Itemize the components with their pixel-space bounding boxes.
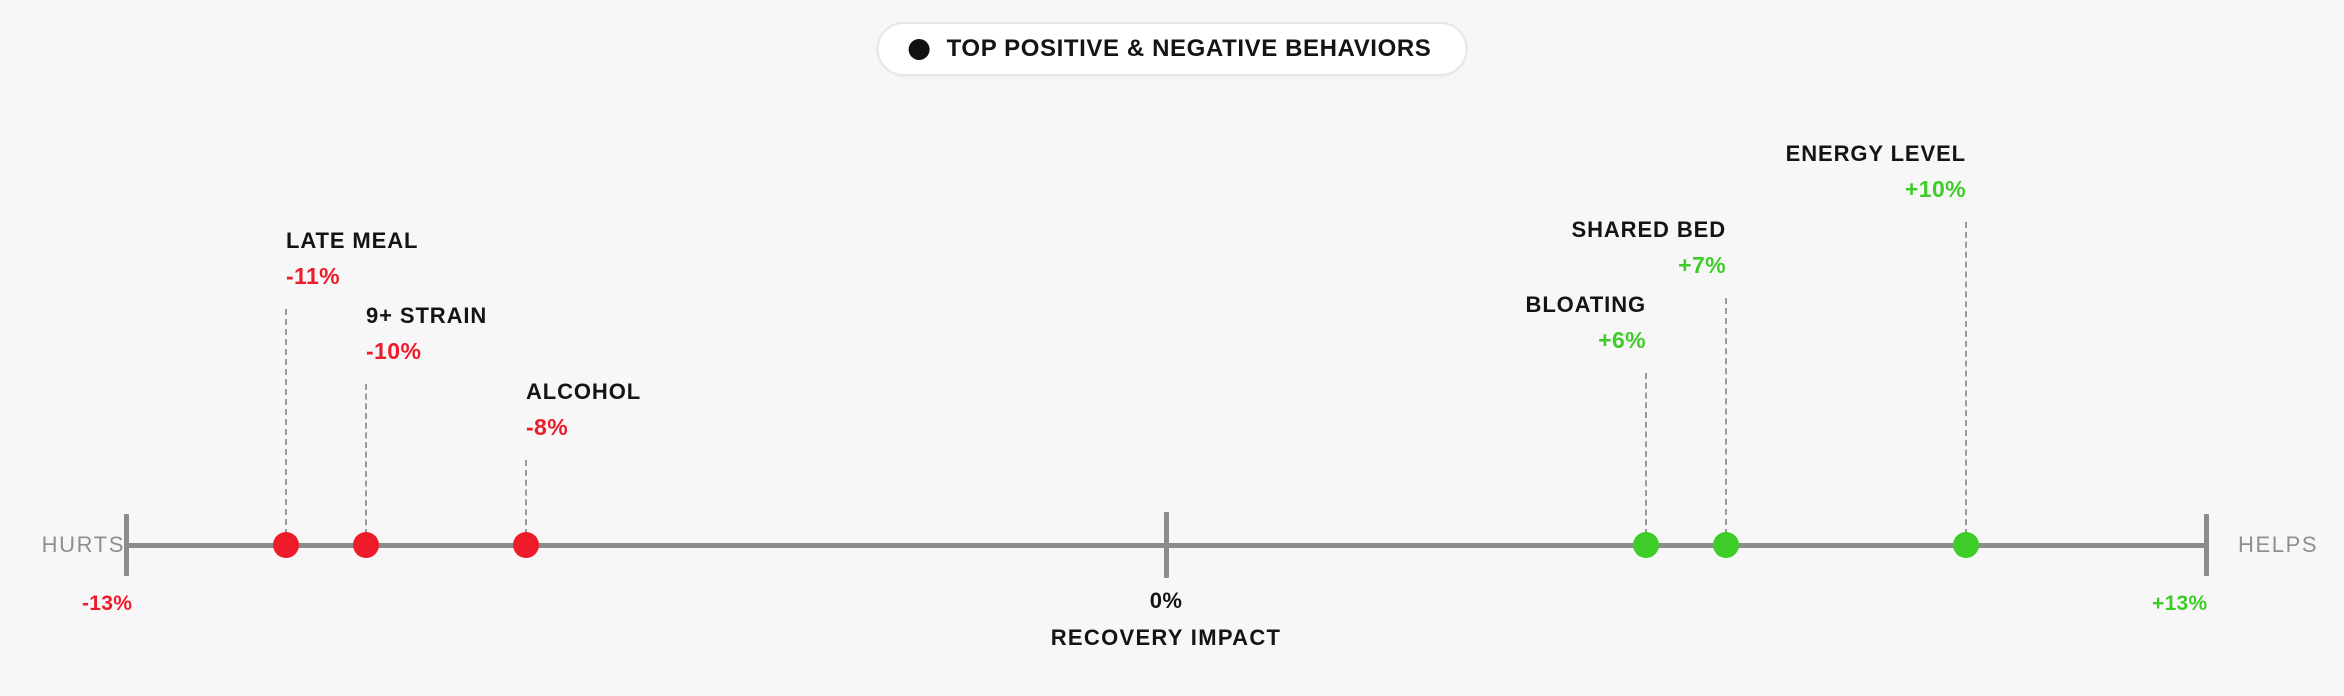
axis-min-value: -13% [82,592,133,615]
data-point-name: SHARED BED [1571,217,1726,242]
axis-end-cap-left [124,514,129,576]
axis-zero-value: 0% [1149,588,1183,613]
data-point-name: ENERGY LEVEL [1785,141,1966,166]
data-point-value: +7% [1678,252,1726,278]
data-point-leader-line [1965,222,1967,535]
data-point-value: -8% [526,414,569,440]
data-point-value: -11% [286,263,341,289]
axis-zero-tick [1164,512,1169,578]
data-point-dot[interactable] [1633,532,1659,558]
data-point-leader-line [1645,373,1647,535]
data-point-label: SHARED BED +7% [1572,219,1726,277]
axis-center-group: 0% RECOVERY IMPACT [1051,590,1282,649]
data-point-name: 9+ STRAIN [366,303,488,328]
data-point-dot[interactable] [1953,532,1979,558]
data-point-leader-line [525,460,527,535]
data-point-leader-line [285,309,287,535]
chart-title-badge: TOP POSITIVE & NEGATIVE BEHAVIORS [876,22,1468,76]
data-point-dot[interactable] [1713,532,1739,558]
data-point-label: 9+ STRAIN -10% [366,305,487,363]
data-point-name: ALCOHOL [526,379,642,404]
axis-end-cap-right [2204,514,2209,576]
axis-caption: RECOVERY IMPACT [1050,625,1282,650]
solid-circle-icon [908,38,930,60]
data-point-label: BLOATING +6% [1526,294,1646,352]
data-point-label: LATE MEAL -11% [286,230,418,288]
data-point-dot[interactable] [353,532,379,558]
axis-label-helps: HELPS [2238,532,2319,557]
data-point-label: ENERGY LEVEL +10% [1786,143,1966,201]
data-point-value: +10% [1904,176,1966,202]
data-point-label: ALCOHOL -8% [526,381,641,439]
data-point-value: +6% [1598,327,1646,353]
data-point-leader-line [1725,298,1727,535]
axis-label-hurts: HURTS [41,532,125,557]
data-point-name: BLOATING [1525,292,1646,317]
data-point-value: -10% [366,338,422,364]
data-point-leader-line [365,384,367,535]
axis-max-value: +13% [2152,592,2208,615]
data-point-name: LATE MEAL [286,228,419,253]
data-point-dot[interactable] [513,532,539,558]
data-point-dot[interactable] [273,532,299,558]
chart-title: TOP POSITIVE & NEGATIVE BEHAVIORS [946,35,1432,62]
